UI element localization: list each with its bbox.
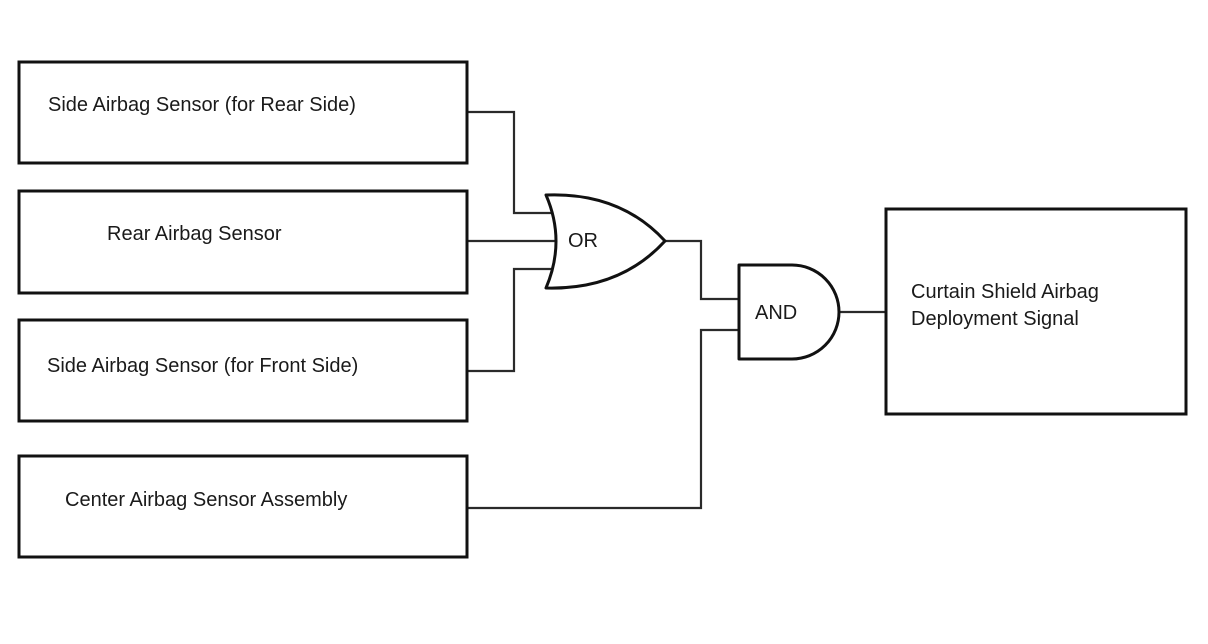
and-gate: AND	[737, 263, 841, 361]
output-label-line1: Curtain Shield Airbag	[911, 281, 1099, 303]
input-label-rear: Rear Airbag Sensor	[107, 223, 282, 245]
wire-or-to-and	[665, 239, 739, 301]
or-gate-label: OR	[568, 230, 598, 252]
input-box-side-rear: Side Airbag Sensor (for Rear Side)	[17, 60, 469, 165]
input-label-side-front: Side Airbag Sensor (for Front Side)	[47, 355, 358, 377]
input-label-side-rear: Side Airbag Sensor (for Rear Side)	[48, 94, 356, 116]
input-box-side-front: Side Airbag Sensor (for Front Side)	[17, 318, 469, 423]
input-box-rear: Rear Airbag Sensor	[17, 189, 469, 295]
wire-center-to-and	[467, 328, 739, 510]
or-gate: OR	[544, 193, 667, 290]
wire-side-front-to-or	[467, 267, 552, 373]
input-label-center: Center Airbag Sensor Assembly	[65, 489, 347, 511]
input-box-center: Center Airbag Sensor Assembly	[17, 454, 469, 559]
output-box: Curtain Shield Airbag Deployment Signal	[884, 207, 1188, 416]
and-gate-label: AND	[755, 302, 797, 324]
wire-side-rear-to-or	[467, 110, 552, 215]
output-label-line2: Deployment Signal	[911, 308, 1079, 330]
